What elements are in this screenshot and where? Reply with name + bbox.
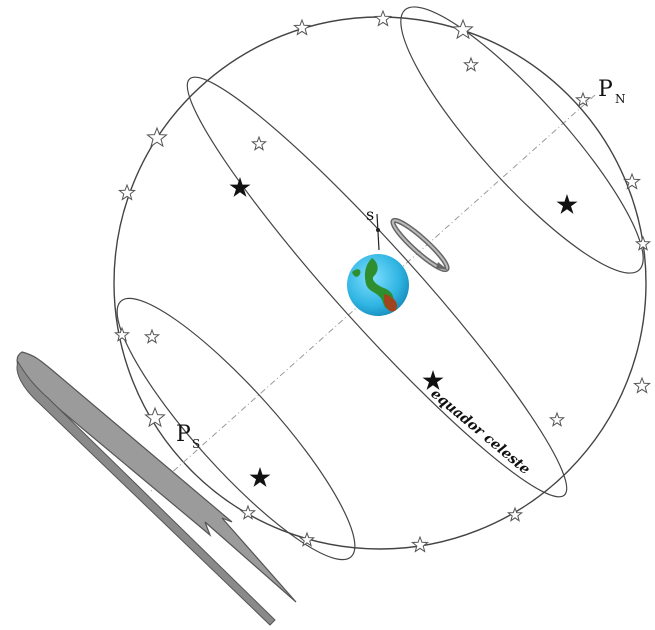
filled-star-icon — [556, 194, 578, 214]
outline-star-icon — [634, 235, 652, 251]
celestial-equator-circle — [186, 76, 568, 498]
observer-marker — [376, 213, 380, 251]
outline-star-icon — [113, 326, 131, 342]
outline-star-icon — [633, 376, 651, 394]
svg-text:P: P — [176, 422, 191, 447]
rotation-arrow-icon — [16, 351, 297, 626]
outline-star-icon — [574, 91, 592, 107]
observer-label: s — [366, 205, 374, 224]
south-celestial-pole-label: P S — [176, 422, 200, 451]
earth-globe-icon — [347, 254, 409, 316]
outline-star-icon — [548, 411, 566, 427]
outline-star-icon — [250, 135, 268, 151]
north-parallel-circle — [400, 6, 644, 274]
outline-star-icon — [452, 18, 474, 40]
outline-star-icon — [623, 172, 641, 190]
filled-star-icon — [422, 370, 444, 390]
celestial-equator-label: equador celeste — [427, 386, 533, 478]
outline-star-icon — [506, 506, 524, 522]
stars-group — [113, 9, 652, 553]
filled-star-icon — [229, 177, 251, 197]
outline-star-icon — [118, 183, 136, 201]
outline-star-icon — [374, 9, 392, 27]
outline-star-icon — [293, 18, 311, 36]
svg-text:N: N — [615, 92, 626, 106]
filled-star-icon — [249, 467, 271, 487]
north-celestial-pole-label: P N — [598, 77, 626, 106]
south-parallel-circle — [116, 297, 356, 561]
outline-star-icon — [146, 126, 168, 148]
outline-star-icon — [298, 531, 316, 547]
polar-axis — [149, 94, 596, 493]
svg-text:S: S — [192, 437, 200, 451]
outline-star-icon — [239, 504, 257, 520]
outline-star-icon — [143, 328, 161, 344]
earth-rotation-arrow-icon — [390, 217, 450, 273]
outline-star-icon — [462, 56, 480, 72]
outline-star-icon — [411, 535, 429, 553]
svg-text:P: P — [598, 77, 613, 102]
outline-star-icon — [144, 406, 166, 428]
